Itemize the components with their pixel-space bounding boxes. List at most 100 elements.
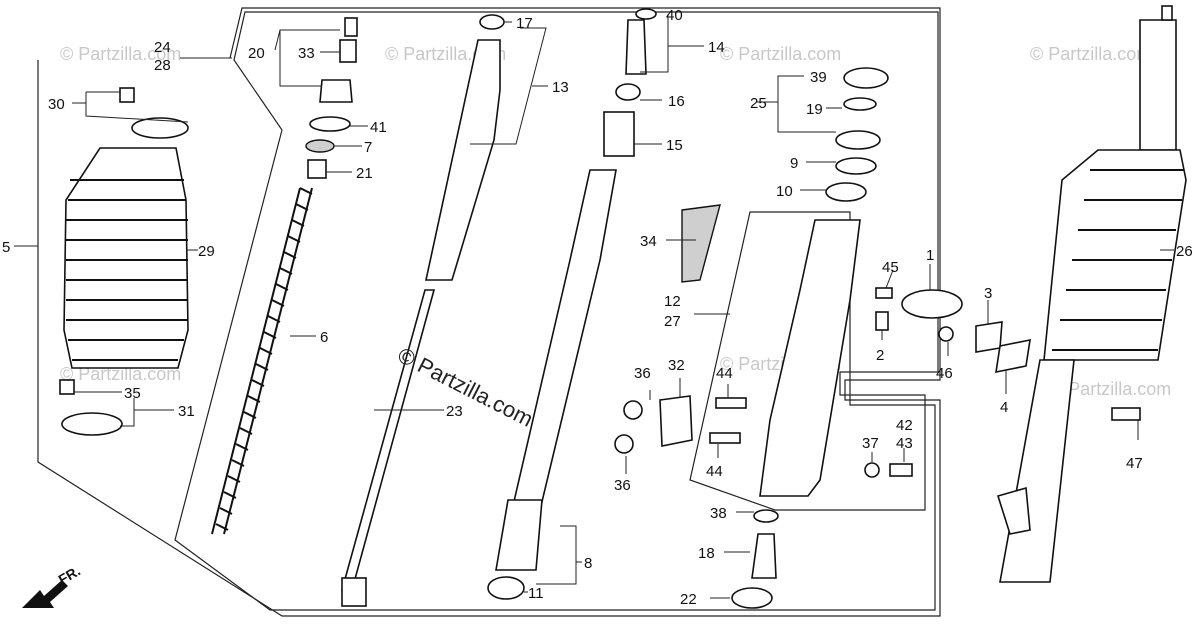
air-valve — [339, 39, 357, 63]
oil-lock-piece-8 — [495, 499, 543, 571]
air-valve-cap — [344, 17, 358, 37]
callout-32: 32 — [668, 357, 685, 374]
callout-39: 39 — [810, 69, 827, 86]
callout-40: 40 — [666, 7, 683, 24]
callout-6: 6 — [320, 329, 328, 346]
callout-31: 31 — [178, 403, 195, 420]
callout-15: 15 — [666, 137, 683, 154]
callout-13: 13 — [552, 79, 569, 96]
callout-35: 35 — [124, 385, 141, 402]
callout-9: 9 — [790, 155, 798, 172]
callout-45: 45 — [882, 259, 899, 276]
fork-slider-12 — [759, 219, 861, 497]
watermark-faint: © Partzilla.com — [1050, 379, 1171, 399]
boot-band-upper — [131, 117, 189, 139]
rod-end-23 — [341, 577, 367, 607]
slide-bushing-15 — [603, 111, 635, 157]
callout-19: 19 — [806, 101, 823, 118]
collar-2 — [875, 311, 889, 331]
callout-25: 25 — [750, 95, 767, 112]
washer-38 — [753, 509, 779, 523]
callout-21: 21 — [356, 165, 373, 182]
stopper-ring-19 — [843, 97, 877, 111]
bolt-45 — [875, 287, 893, 299]
watermark-faint: © Partzilla.com — [720, 44, 841, 64]
callout-36-lower: 36 — [614, 477, 631, 494]
fork-tube — [510, 169, 617, 511]
callout-34: 34 — [640, 233, 657, 250]
callout-30: 30 — [48, 96, 65, 113]
o-ring-40 — [635, 8, 657, 20]
nut-46 — [938, 326, 954, 342]
nut-36-lower — [614, 434, 634, 454]
callout-26: 26 — [1176, 243, 1193, 260]
callout-2: 2 — [876, 347, 884, 364]
stud-bolt-44-upper — [715, 397, 747, 409]
washer-7 — [305, 139, 335, 153]
watermark-faint: © Partzilla.com — [60, 44, 181, 64]
frame-inner — [174, 11, 939, 611]
callout-24: 24 — [154, 39, 171, 56]
boot-band-screw-upper — [119, 87, 135, 103]
fork-cap-bolt — [319, 79, 353, 103]
callout-36-upper: 36 — [634, 365, 651, 382]
callout-11: 11 — [528, 585, 544, 602]
frame-outer-left — [37, 7, 941, 617]
callout-17: 17 — [516, 15, 533, 32]
bolt-43 — [889, 463, 913, 477]
callout-44-upper: 44 — [716, 365, 733, 382]
slide-bushing-10 — [825, 182, 867, 202]
bracket-4 — [995, 338, 1031, 374]
stop-ring-16 — [615, 83, 641, 101]
callout-10: 10 — [776, 183, 793, 200]
rebound-rod-23 — [340, 289, 436, 591]
callout-43: 43 — [896, 435, 913, 452]
back-up-ring-9 — [835, 157, 877, 175]
bolt-47 — [1111, 407, 1141, 421]
callout-27: 27 — [664, 313, 681, 330]
boot-band-screw-lower — [59, 379, 75, 395]
callout-29: 29 — [198, 243, 215, 260]
callout-3: 3 — [984, 285, 992, 302]
callout-8: 8 — [584, 555, 592, 572]
callout-5: 5 — [2, 239, 10, 256]
callout-42: 42 — [896, 417, 913, 434]
boot-band-lower — [61, 412, 123, 436]
washer-37 — [864, 462, 880, 478]
nut-36-upper — [623, 400, 643, 420]
callout-22: 22 — [680, 591, 697, 608]
callout-44-lower: 44 — [706, 463, 723, 480]
callout-numbers: 24 28 20 33 30 5 29 41 7 21 6 35 31 23 1… — [2, 7, 1193, 608]
drain-bolt-14 — [625, 19, 647, 75]
guide-bushing-11 — [487, 576, 525, 600]
leader-lines — [14, 7, 1174, 599]
group-frames — [37, 7, 941, 617]
callout-16: 16 — [668, 93, 685, 110]
dust-boot-left — [63, 147, 189, 369]
fork-assembly-right — [996, 5, 1187, 583]
spacer-21 — [307, 159, 327, 179]
oil-seal-25 — [835, 130, 881, 150]
callout-7: 7 — [364, 139, 372, 156]
parts-group: FR. — [22, 5, 1187, 609]
callout-14: 14 — [708, 39, 725, 56]
stud-bolt-44-lower — [709, 432, 741, 444]
o-ring-41 — [309, 116, 351, 132]
callout-33: 33 — [298, 45, 315, 62]
damper-rod-13 — [425, 39, 501, 281]
watermark-faint: © Partzilla.com — [60, 364, 181, 384]
callout-4: 4 — [1000, 399, 1008, 416]
cap-22 — [731, 587, 773, 609]
fork-spring — [211, 187, 313, 535]
bolt-18 — [751, 533, 777, 579]
dust-seal-39 — [843, 67, 889, 89]
callout-18: 18 — [698, 545, 715, 562]
callout-20: 20 — [248, 45, 265, 62]
piston-ring-17 — [479, 14, 505, 30]
clamp-1 — [901, 289, 963, 319]
callout-23: 23 — [446, 403, 463, 420]
watermark-main: © Partzilla.com — [394, 342, 537, 432]
callout-37: 37 — [862, 435, 879, 452]
direction-arrow: FR. — [22, 562, 83, 608]
